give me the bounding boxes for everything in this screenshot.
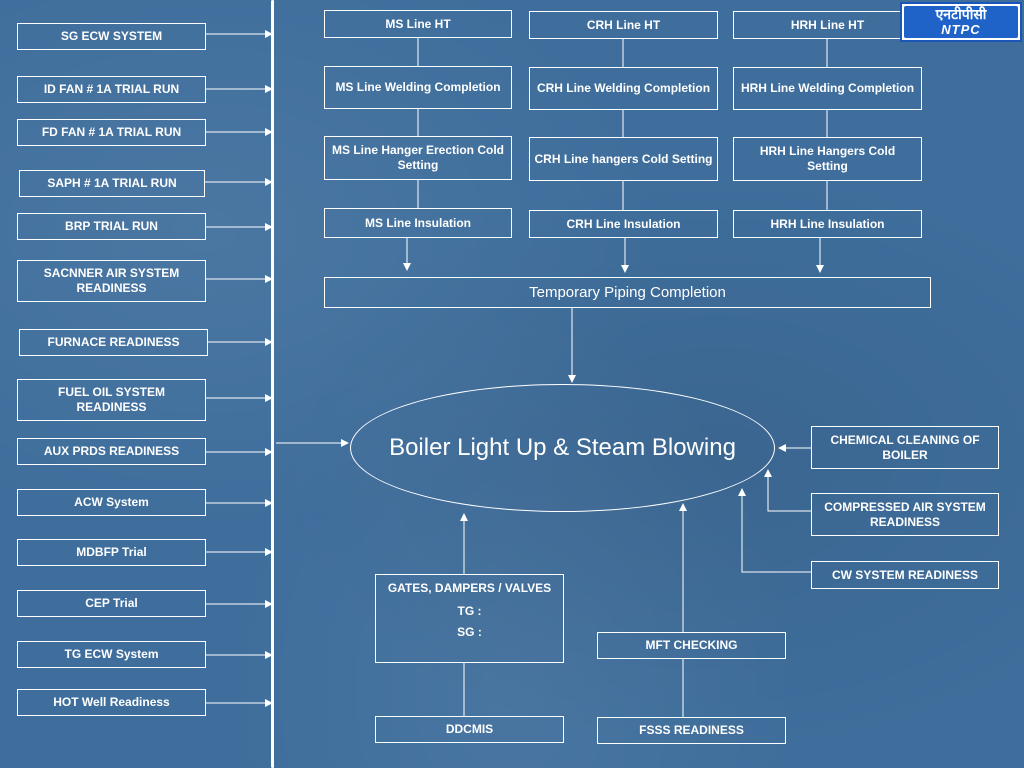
chemical-cleaning-box: CHEMICAL CLEANING OF BOILER	[811, 426, 999, 469]
gates-sg-label: SG :	[457, 625, 482, 639]
ms-line-ht-box: MS Line HT	[324, 10, 512, 38]
logo-name-text: NTPC	[941, 22, 981, 37]
logo-hindi-text: एनटीपीसी	[935, 7, 987, 23]
gates-tg-label: TG :	[457, 604, 482, 618]
ntpc-logo: एनटीपीसी NTPC	[900, 2, 1022, 42]
hrh-line-hangers-box: HRH Line Hangers Cold Setting	[733, 137, 922, 181]
aux-prds-box: AUX PRDS READINESS	[17, 438, 206, 465]
arrow-cw-system	[738, 488, 811, 573]
crh-line-welding-box: CRH Line Welding Completion	[529, 67, 718, 110]
ddcmis-box: DDCMIS	[375, 716, 564, 743]
furnace-readiness-box: FURNACE READINESS	[19, 329, 208, 356]
temporary-piping-box: Temporary Piping Completion	[324, 277, 931, 308]
boiler-light-up-ellipse: Boiler Light Up & Steam Blowing	[350, 384, 775, 512]
saph-trial-box: SAPH # 1A TRIAL RUN	[19, 170, 205, 197]
acw-system-box: ACW System	[17, 489, 206, 516]
hot-well-box: HOT Well Readiness	[17, 689, 206, 716]
crh-line-insulation-box: CRH Line Insulation	[529, 210, 718, 238]
crh-line-hangers-box: CRH Line hangers Cold Setting	[529, 137, 718, 181]
left-separator	[271, 0, 274, 768]
crh-line-ht-box: CRH Line HT	[529, 11, 718, 39]
brp-trial-box: BRP TRIAL RUN	[17, 213, 206, 240]
fsss-readiness-box: FSSS READINESS	[597, 717, 786, 744]
mft-checking-box: MFT CHECKING	[597, 632, 786, 659]
mdbfp-trial-box: MDBFP Trial	[17, 539, 206, 566]
fd-fan-trial-box: FD FAN # 1A TRIAL RUN	[17, 119, 206, 146]
scanner-air-box: SACNNER AIR SYSTEM READINESS	[17, 260, 206, 302]
ms-line-welding-box: MS Line Welding Completion	[324, 66, 512, 109]
ms-line-hanger-box: MS Line Hanger Erection Cold Setting	[324, 136, 512, 180]
sg-ecw-system-box: SG ECW SYSTEM	[17, 23, 206, 50]
fuel-oil-box: FUEL OIL SYSTEM READINESS	[17, 379, 206, 421]
cep-trial-box: CEP Trial	[17, 590, 206, 617]
hrh-line-ht-box: HRH Line HT	[733, 11, 922, 39]
id-fan-trial-box: ID FAN # 1A TRIAL RUN	[17, 76, 206, 103]
tg-ecw-box: TG ECW System	[17, 641, 206, 668]
gates-title: GATES, DAMPERS / VALVES	[387, 581, 552, 595]
arrow-compressed-air	[764, 469, 811, 512]
hrh-line-insulation-box: HRH Line Insulation	[733, 210, 922, 238]
hrh-line-welding-box: HRH Line Welding Completion	[733, 67, 922, 110]
cw-system-box: CW SYSTEM READINESS	[811, 561, 999, 589]
gates-dampers-valves-box: GATES, DAMPERS / VALVES TG : SG :	[375, 574, 564, 663]
compressed-air-box: COMPRESSED AIR SYSTEM READINESS	[811, 493, 999, 536]
ms-line-insulation-box: MS Line Insulation	[324, 208, 512, 238]
middle-separator	[273, 0, 274, 768]
